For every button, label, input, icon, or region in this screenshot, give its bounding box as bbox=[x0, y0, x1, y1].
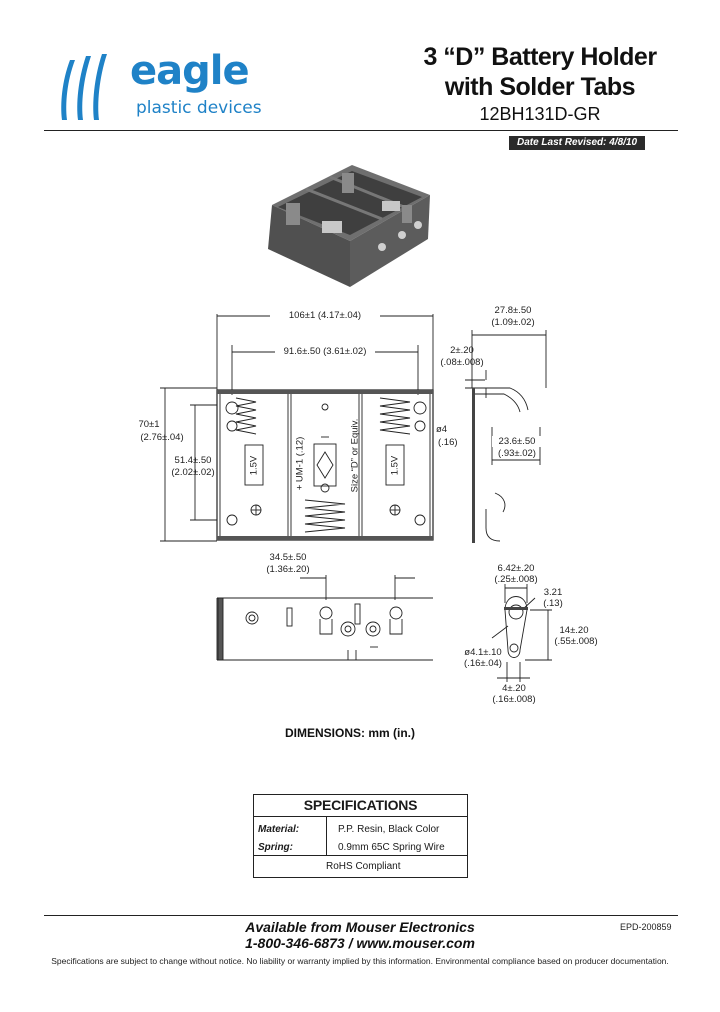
dimension-drawing bbox=[160, 314, 552, 682]
product-title-line2: with Solder Tabs bbox=[444, 73, 636, 101]
part-number: 12BH131D-GR bbox=[479, 104, 601, 124]
battery-size-label: Size “D” or Equiv. bbox=[349, 418, 361, 493]
dim-tab-hole-mm: ø4.1±.10 bbox=[464, 647, 502, 658]
dim-tab-length-in: (.55±.008) bbox=[554, 636, 598, 647]
dim-inner-height-in: (2.02±.02) bbox=[171, 467, 215, 478]
dim-tab-length-mm: 14±.20 bbox=[559, 625, 589, 636]
dim-tab-hole-in: (.16±.04) bbox=[464, 658, 502, 669]
dim-wall-in: (.08±.008) bbox=[440, 357, 484, 368]
brand-tagline: plastic devices bbox=[136, 98, 262, 118]
dim-tab-radius-mm: 3.21 bbox=[543, 587, 563, 598]
document-id: EPD-200859 bbox=[620, 922, 672, 932]
mouser-availability: Available from Mouser Electronics bbox=[245, 919, 475, 935]
product-photo bbox=[268, 165, 430, 287]
eagle-logo: eagle plastic devices bbox=[50, 46, 280, 126]
spec-spring-label: Spring: bbox=[258, 842, 293, 853]
dim-contact-span: 91.6±.50 (3.61±.02) bbox=[275, 346, 375, 357]
product-title-line1: 3 “D” Battery Holder bbox=[423, 43, 657, 71]
revision-badge: Date Last Revised: 4/8/10 bbox=[509, 136, 645, 150]
dim-height-in: (2.76±.04) bbox=[140, 432, 184, 443]
dim-tab-base-in: (.16±.008) bbox=[492, 694, 536, 705]
dimensions-caption: DIMENSIONS: mm (in.) bbox=[284, 726, 415, 740]
footer-rule bbox=[44, 915, 678, 916]
dim-inner-height-mm: 51.4±.50 bbox=[174, 455, 212, 466]
dim-tab-offset-in: (1.36±.20) bbox=[266, 564, 310, 575]
dim-height-mm: 70±1 bbox=[138, 419, 160, 430]
dim-wall-mm: 2±.20 bbox=[450, 345, 474, 356]
dim-side-depth-in: (1.09±.02) bbox=[491, 317, 535, 328]
dim-tab-offset-mm: 34.5±.50 bbox=[269, 552, 307, 563]
specifications-heading: SPECIFICATIONS bbox=[303, 797, 418, 813]
battery-type-label: + UM-1 (.12) bbox=[294, 436, 306, 491]
spec-material-label: Material: bbox=[258, 824, 300, 835]
dim-side-inner-mm: 23.6±.50 bbox=[492, 436, 542, 447]
header-rule bbox=[44, 130, 678, 131]
brand-name: eagle bbox=[130, 48, 250, 94]
spec-material-value: P.P. Resin, Black Color bbox=[338, 824, 440, 835]
dim-tab-radius-in: (.13) bbox=[543, 598, 563, 609]
dim-tab-width-mm: 6.42±.20 bbox=[497, 563, 535, 574]
dim-tab-base-mm: 4±.20 bbox=[502, 683, 526, 694]
mouser-contact: 1-800-346-6873 / www.mouser.com bbox=[245, 935, 475, 951]
dim-hole-mm: ø4 bbox=[436, 424, 448, 435]
logo-swoosh-icon bbox=[61, 54, 107, 120]
dim-tab-width-in: (.25±.008) bbox=[494, 574, 538, 585]
dim-overall-length: 106±1 (4.17±.04) bbox=[270, 310, 380, 321]
cell-label-right: 1.5V bbox=[389, 455, 401, 476]
dim-hole-in: (.16) bbox=[438, 437, 458, 448]
cell-label-left: 1.5V bbox=[248, 455, 260, 476]
dim-side-inner-in: (.93±.02) bbox=[498, 448, 536, 459]
specifications-table: SPECIFICATIONS Material: P.P. Resin, Bla… bbox=[253, 794, 468, 878]
spec-rohs: RoHS Compliant bbox=[326, 861, 401, 872]
dim-side-depth-mm: 27.8±.50 bbox=[494, 305, 532, 316]
disclaimer: Specifications are subject to change wit… bbox=[51, 956, 669, 966]
spec-spring-value: 0.9mm 65C Spring Wire bbox=[338, 842, 445, 853]
